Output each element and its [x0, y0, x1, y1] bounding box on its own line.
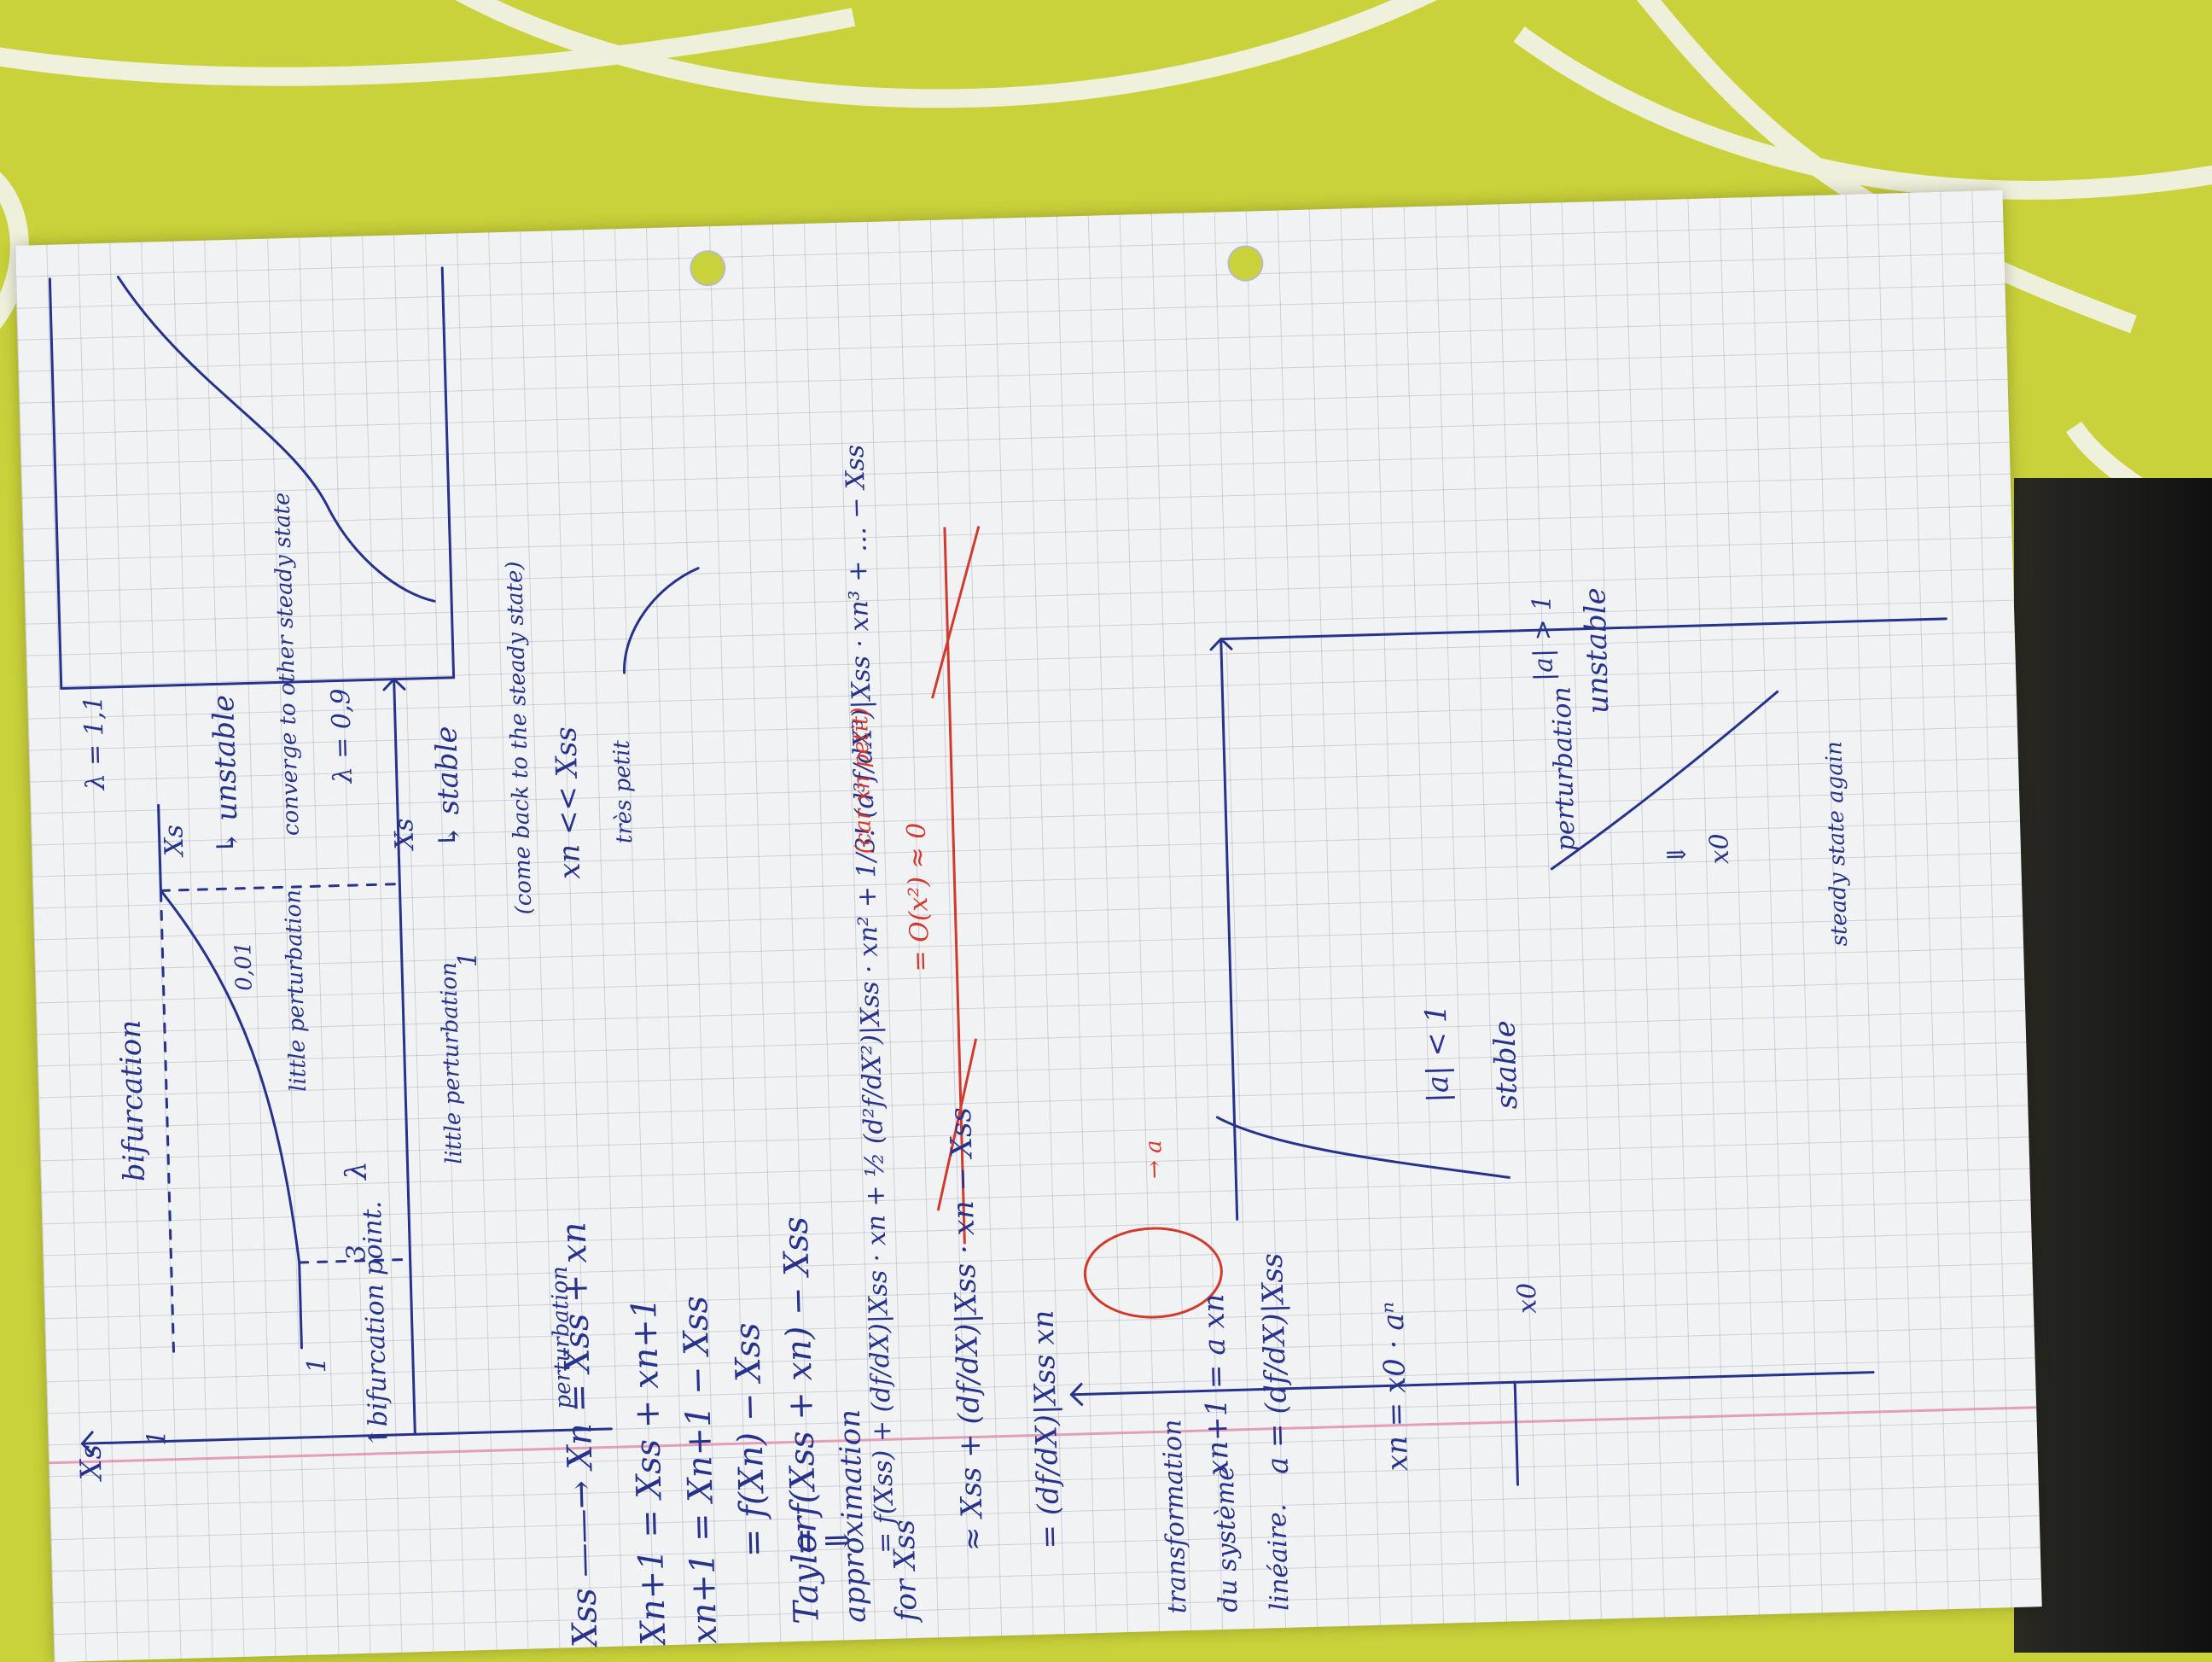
curve-unstable-linear — [1550, 690, 1779, 871]
graph5-condition: |a| > 1 — [1527, 594, 1560, 682]
linear-label-2: du système — [1209, 1465, 1244, 1613]
graph1-bifurcation-label: bifurcation — [113, 1019, 152, 1182]
graph2-xs: Xs — [159, 824, 190, 857]
graph1-xs-label: Xs — [73, 1443, 109, 1481]
taylor-arrow: ⇓ — [818, 1525, 859, 1556]
curve-stable — [623, 567, 700, 674]
graph1-tick-1b: 1 — [301, 1356, 333, 1373]
graph2-tick-001: 0,01 — [230, 941, 258, 992]
taylor-order-note: = O(x²) ≈ 0 — [901, 822, 936, 973]
linear-label-3: linéaire. — [1262, 1503, 1295, 1612]
curve-unstable — [116, 275, 436, 603]
taylor-result: = (df/dX)|Xss xn — [1026, 1309, 1068, 1550]
taylor-label-2: approximation — [832, 1408, 873, 1624]
dashed-guide — [159, 883, 412, 1353]
notebook-page: Xs 1 1 3 λ bifurcation ↑bifurcation poin… — [15, 190, 2042, 1662]
curve-stable-linear — [1215, 1116, 1511, 1179]
graph1-tick-1: 1 — [142, 1429, 172, 1447]
linear-eq2: a = (df/dX)|Xss — [1254, 1252, 1296, 1475]
graph4-note: perturbation — [1546, 685, 1581, 852]
red-divider — [943, 527, 966, 1245]
curve-bifurcation — [157, 803, 303, 1350]
graph1-axis-lambda: λ — [339, 1160, 374, 1181]
graph5-state: unstable — [1578, 586, 1616, 714]
graph-stable-axes — [440, 266, 456, 679]
linear-label-1: transformation — [1157, 1419, 1193, 1614]
perturbation-small: xn << Xss — [549, 726, 588, 880]
graph3-xs: Xs — [389, 818, 421, 850]
graph2-lambda-09: λ = 0,9 — [325, 687, 358, 784]
graph4-x0: x0 — [1511, 1282, 1543, 1315]
graph2-lambda: λ = 1,1 — [79, 695, 112, 790]
graph2-state: ↳ unstable — [207, 694, 246, 855]
perturbation-small-note: très petit — [608, 739, 638, 844]
graph-unstable-linear-axes — [1209, 617, 1947, 1221]
graph5-x0: x0 — [1704, 832, 1736, 865]
graph4-condition: |a| < 1 — [1418, 1004, 1456, 1104]
taylor-order-note-2: (car xn petit) — [847, 707, 877, 854]
hand-drawn-graphs — [48, 266, 1947, 1486]
graph3-state: ↳ stable — [429, 725, 468, 849]
dark-surface — [2014, 478, 2212, 1653]
graph-bifurcation-axes — [80, 678, 613, 1456]
graph-unstable-axes — [48, 277, 456, 691]
linear-eq1: xn+1 = a xn — [1196, 1293, 1237, 1477]
graph5-arrow: ⇓ — [1662, 843, 1693, 866]
graph-stable-linear-axes — [1069, 1371, 1875, 1486]
linear-eq3: xn = x0 · aⁿ — [1376, 1301, 1415, 1472]
red-circle — [1083, 1227, 1223, 1319]
perturbation-eq3: = f(Xn) − Xss — [727, 1321, 774, 1558]
taylor-arrow-a: → a — [1141, 1140, 1168, 1180]
red-strike — [931, 526, 981, 1211]
graph4-state: stable — [1487, 1019, 1525, 1110]
